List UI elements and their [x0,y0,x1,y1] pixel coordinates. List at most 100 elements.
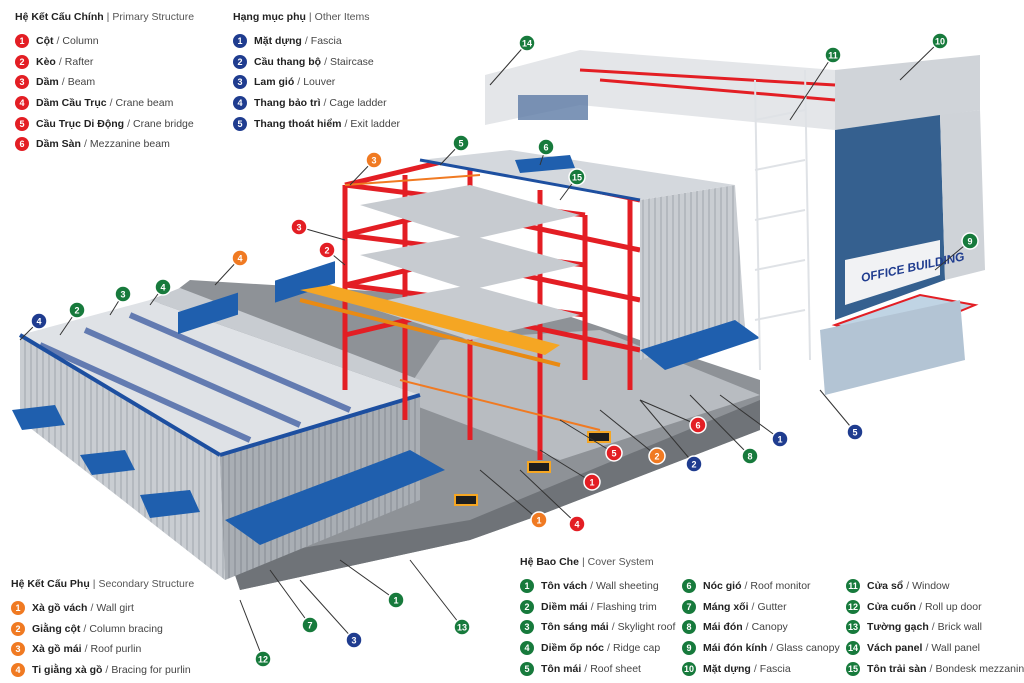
number-badge: 3 [11,642,25,657]
number-badge: 3 [520,620,534,635]
callout-number: 4 [160,283,165,293]
floor-paving [230,400,760,590]
number-badge: 4 [11,663,25,678]
callout-number: 1 [536,516,541,526]
callout-number: 9 [967,237,972,247]
callout-number: 10 [935,37,945,47]
callout-badge [452,134,470,152]
callout-number: 6 [543,143,548,153]
callout-number: 14 [522,39,532,49]
legend-label-en: Staircase [330,55,374,68]
callout-leader [269,569,311,626]
callout-badge [568,168,586,186]
number-badge: 13 [846,620,860,635]
callout-number: 4 [36,317,41,327]
legend-label-en: Column [62,35,99,48]
callout-badge [154,278,172,296]
canopy-left-1 [12,405,65,430]
number-badge: 1 [233,34,247,49]
skylight-strips [38,312,352,443]
legend-label-en: Flashing trim [596,600,657,613]
callout-leader [239,599,264,660]
mezzanine-deck-2 [360,235,580,290]
legend-label-en: Ridge cap [612,642,661,655]
callout-leader [539,449,593,483]
office-roof-frame [579,68,836,102]
number-badge: 5 [233,116,247,131]
callout-leader [519,469,578,525]
callout-badge [530,511,548,529]
callout-number: 2 [74,306,79,316]
legend-label-en: Fascia [310,35,342,48]
legend-label-en: Roof purlin [90,643,142,656]
number-badge: 4 [233,96,247,111]
callout-badge [931,32,949,50]
legend-label-en: Column bracing [89,622,163,635]
legend-label-vn: Diềm mái [541,600,588,613]
callout-badge [318,241,336,259]
number-badge: 3 [233,75,247,90]
callout-badge [961,232,979,250]
number-badge: 1 [11,601,25,616]
callout-number: 4 [574,520,579,530]
legend-label-vn: Kèo [36,55,56,68]
canopy-mid [640,320,760,370]
callout-number: 1 [589,478,594,488]
legend-label-en: Mezzanine beam [89,138,170,151]
legend-label-en: Skylight roof [617,621,676,634]
number-badge: 1 [520,579,534,594]
callout-badge [301,616,319,634]
mezzanine-deck-1 [360,185,580,240]
callout-badge [605,444,623,462]
number-badge: 4 [15,96,29,111]
callout-number: 3 [351,636,356,646]
callout-badge [345,631,363,649]
callout-badge [689,416,707,434]
number-badge: 2 [233,54,247,69]
legend-label-vn: Cầu thang bộ [254,55,322,68]
legend-label-vn: Thang thoát hiểm [254,117,342,130]
callout-badge [30,312,48,330]
legend-title: Hệ Bao Che|Cover System [520,556,654,568]
legend-label-vn: Lam gió [254,76,295,89]
legend-label-en: Glass canopy [776,642,840,655]
legend-label-en: Wall sheeting [596,580,659,593]
callout-number: 8 [747,452,752,462]
callout-number: 7 [307,621,312,631]
office-ground-floor [820,300,965,395]
callout-number: 6 [695,421,700,431]
callout-leader [299,579,355,641]
callout-badge [68,301,86,319]
legend-title: Hệ Kết Cấu Phụ|Secondary Structure [11,578,195,590]
callout-badge [231,249,249,267]
callout-badge [846,423,864,441]
callout-number: 3 [371,156,376,166]
legend-label-en: Beam [67,76,96,89]
legend-label-vn: Cột [36,35,54,48]
callout-badge [771,430,789,448]
legend-label-en: Roof monitor [750,580,811,593]
callout-badge [387,591,405,609]
number-badge: 5 [15,116,29,131]
number-badge: 9 [682,641,696,656]
legend-label-vn: Tôn mái [541,662,582,675]
number-badge: 10 [682,661,696,676]
legend-label-vn: Ti giằng xà gồ [32,664,103,677]
legend-label-en: Wall girt [96,602,134,615]
number-badge: 2 [15,54,29,69]
